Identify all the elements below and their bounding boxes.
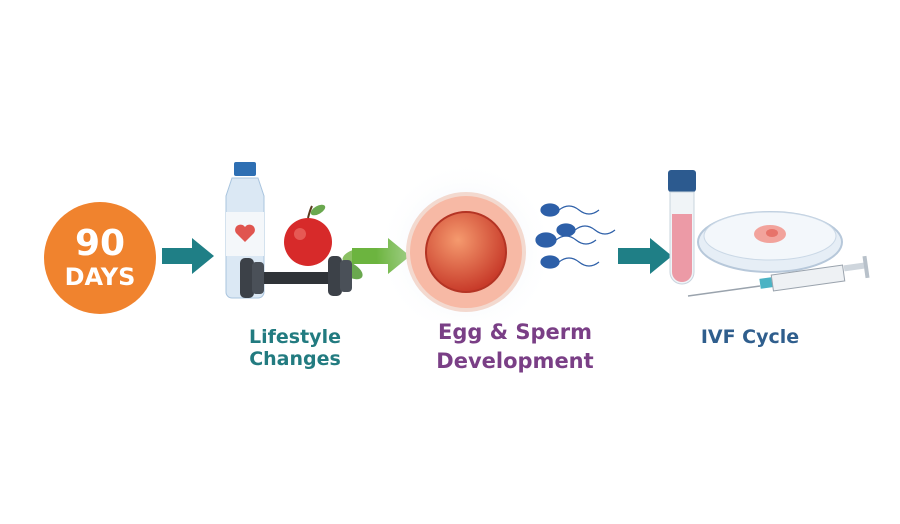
label-line: Egg & Sperm <box>438 320 592 344</box>
egg-cell-icon <box>406 192 526 312</box>
arrow-right-icon <box>162 238 214 274</box>
ivf-illustration <box>668 170 870 297</box>
petri-dish-icon <box>697 211 843 273</box>
label-line: Development <box>436 349 594 373</box>
sperm-cells-icon <box>535 203 616 269</box>
egg-sperm-illustration <box>376 160 616 320</box>
test-tube-icon <box>668 170 696 285</box>
badge-unit: DAYS <box>64 263 136 291</box>
arrow-right-icon <box>618 238 672 274</box>
lifestyle-illustration <box>225 162 366 299</box>
step-label-ivf-cycle: IVF Cycle <box>700 326 800 348</box>
syringe-icon <box>687 255 870 297</box>
badge-number: 90 <box>74 223 126 264</box>
step-label-egg-sperm-development: Egg & Sperm Development <box>410 318 620 376</box>
ninety-days-badge: 90 DAYS <box>44 202 156 314</box>
dumbbell-icon <box>240 256 352 298</box>
step-label-lifestyle-changes: Lifestyle Changes <box>249 326 341 370</box>
apple-icon <box>284 204 332 266</box>
